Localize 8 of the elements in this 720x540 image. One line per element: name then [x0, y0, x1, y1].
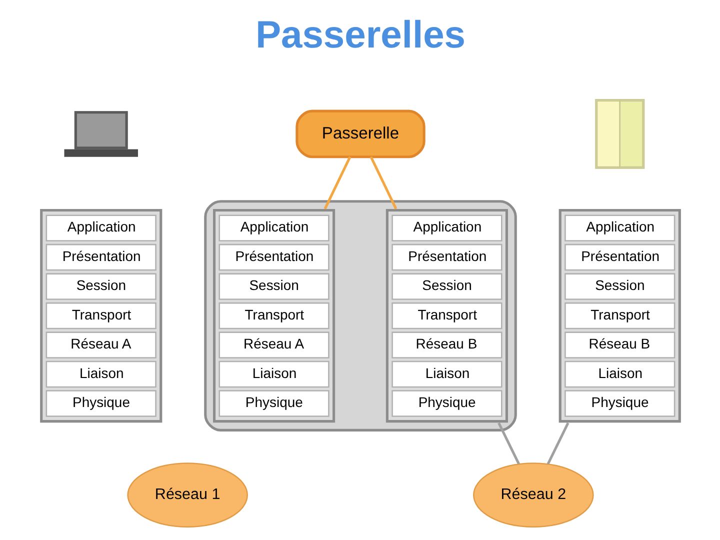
connector — [546, 422, 569, 465]
node-ellipse: Réseau 2 — [472, 462, 594, 528]
connector — [369, 156, 397, 210]
node-ellipse: Réseau 1 — [126, 462, 248, 528]
connector — [497, 422, 520, 465]
node-box: Passerelle — [295, 110, 425, 158]
diagram-title: Passerelles — [255, 13, 465, 56]
connector — [323, 156, 351, 210]
